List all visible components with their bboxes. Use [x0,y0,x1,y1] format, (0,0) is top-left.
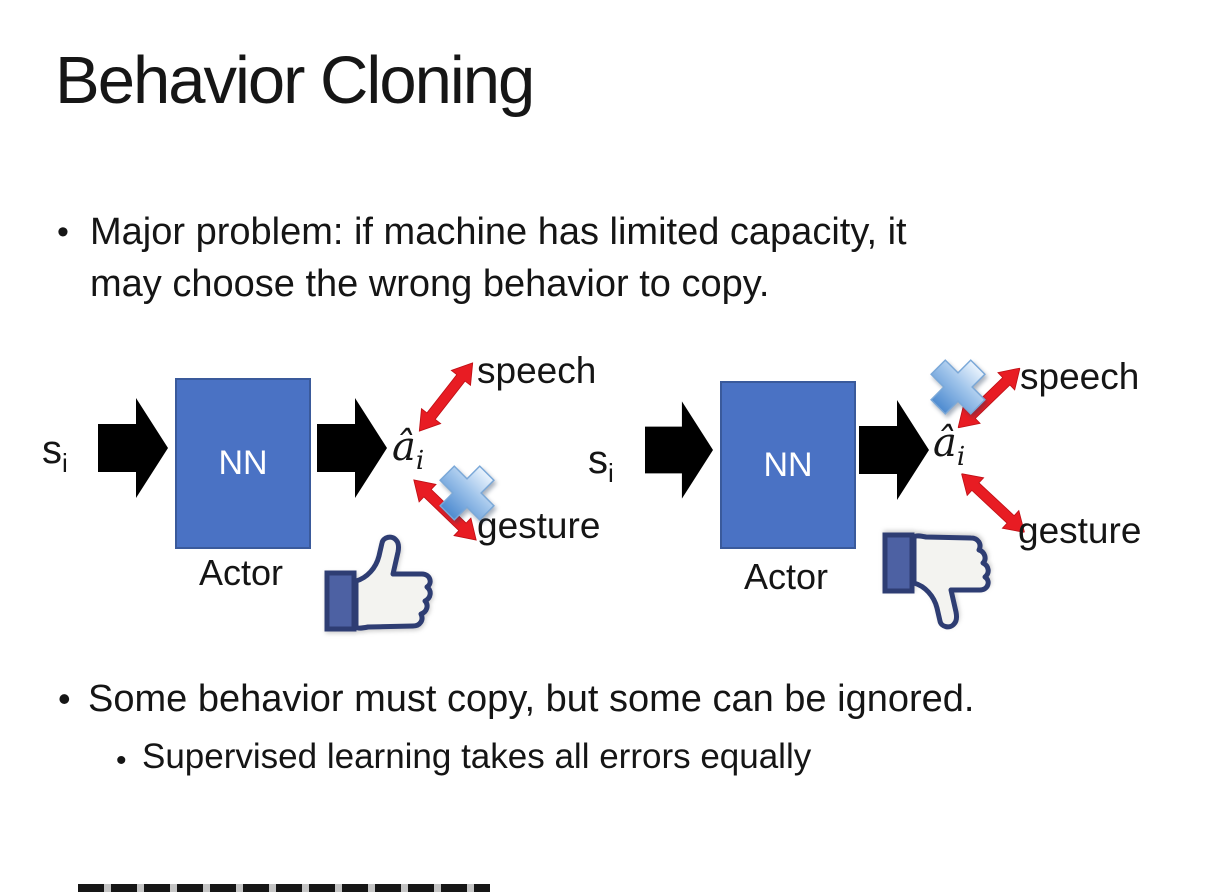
cross-out-speech-icon [930,359,986,415]
action-output-label: âi [392,424,424,476]
cross-out-gesture-icon [439,465,495,521]
state-subscript: i [608,458,614,488]
thumbs-up-icon [324,534,433,632]
sub-bullet-marker: • [116,744,127,777]
thumbs-down-icon [882,532,991,630]
output-arrow-icon [859,400,929,500]
bullet-major-problem: Major problem: if machine has limited ca… [90,206,907,310]
output-arrow-icon [317,398,387,498]
state-symbol: s [588,438,608,482]
sub-bullet-supervised: Supervised learning takes all errors equ… [142,737,812,776]
action-symbol: â [392,424,416,470]
nn-label: NN [763,445,813,484]
cropped-text-top-edge [78,884,490,892]
bullet-line-1: Major problem: if machine has limited ca… [90,211,907,253]
speech-double-arrow-icon [418,362,474,432]
state-symbol: s [42,428,62,472]
actor-caption: Actor [743,556,829,597]
action-subscript: i [415,446,425,476]
nn-box: NN [720,381,856,549]
state-input-label: si [588,438,614,489]
speech-label: speech [1020,356,1140,397]
state-input-label: si [42,428,68,479]
action-symbol: â [933,420,957,466]
nn-box: NN [175,378,311,549]
slide-title: Behavior Cloning [55,43,535,118]
gesture-double-arrow-icon [960,473,1026,533]
speech-label: speech [477,350,597,391]
gesture-label: gesture [1018,510,1142,551]
bullet-marker: • [58,678,71,719]
nn-label: NN [218,444,268,482]
action-output-label: âi [933,420,965,472]
actor-caption: Actor [198,552,284,593]
action-subscript: i [956,442,966,472]
input-arrow-icon [645,401,713,499]
gesture-label: gesture [477,505,601,546]
bullet-some-behavior: Some behavior must copy, but some can be… [88,678,975,720]
bullet-marker: • [57,213,69,251]
bullet-line-2: may choose the wrong behavior to copy. [90,263,770,305]
state-subscript: i [62,448,68,478]
input-arrow-icon [98,398,168,498]
